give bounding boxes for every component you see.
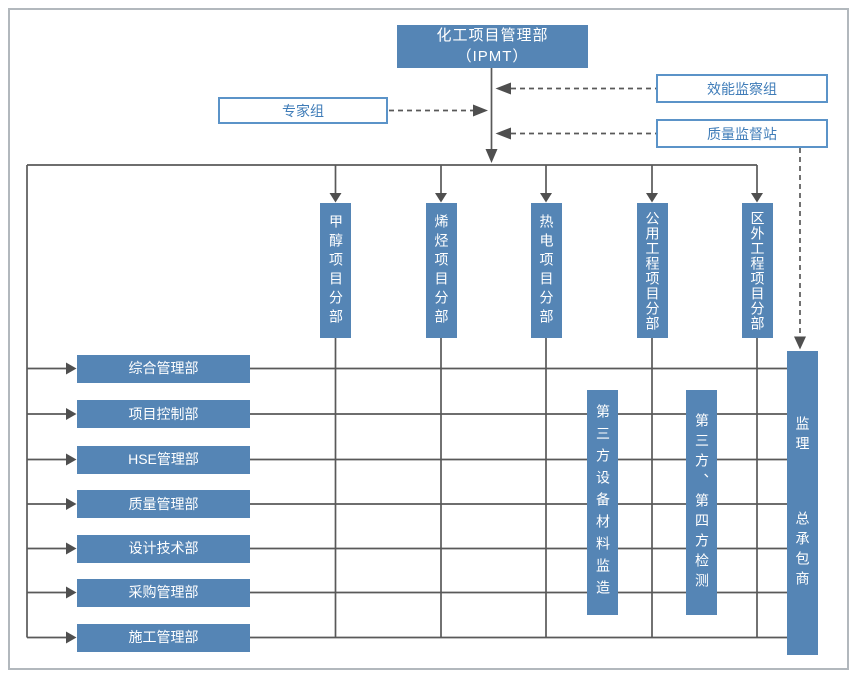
- efficiency-arrowhead-icon: [495, 82, 511, 95]
- efficiency-group-box: 效能监察组: [656, 74, 828, 103]
- third-party-supervision-label: 第三方设备材料监造: [594, 403, 611, 602]
- third-fourth-party-inspection-box: 第三方、第四方检测: [686, 390, 717, 615]
- dept-construction-label: 施工管理部: [128, 629, 199, 646]
- dept-construction-box: 施工管理部: [77, 623, 250, 652]
- dept-3-arrowhead-icon: [66, 453, 77, 466]
- quality-station-box: 质量监督站: [656, 119, 828, 148]
- dept-general-admin-label: 综合管理部: [128, 360, 199, 377]
- dept-4-arrowhead-icon: [66, 498, 77, 510]
- division-2-arrowhead-icon: [435, 193, 447, 203]
- dept-5-arrowhead-icon: [66, 542, 77, 555]
- division-utility-label: 公用工程项目分部: [644, 210, 661, 331]
- division-methanol-box: 甲醇项目分部: [320, 203, 351, 338]
- division-utility-box: 公用工程项目分部: [636, 203, 668, 338]
- dept-quality-label: 质量管理部: [128, 495, 199, 512]
- division-olefin-box: 烯烃项目分部: [425, 203, 457, 338]
- third-fourth-party-inspection-label: 第三方、第四方检测: [693, 412, 710, 593]
- dept-project-control-label: 项目控制部: [128, 405, 199, 422]
- dept-design-tech-label: 设计技术部: [128, 540, 199, 557]
- division-5-arrowhead-icon: [751, 193, 763, 203]
- division-offsite-label: 区外工程项目分部: [749, 210, 766, 331]
- dept-procurement-label: 采购管理部: [128, 584, 199, 601]
- hq-arrowhead-icon: [485, 149, 498, 163]
- supervision-label: 监理: [794, 415, 811, 456]
- division-3-arrowhead-icon: [540, 193, 552, 203]
- general-contractor-label: 总承包商: [794, 510, 811, 591]
- dept-design-tech-box: 设计技术部: [77, 534, 250, 563]
- dashed-connectors: [389, 87, 801, 336]
- supervision-arrowhead-icon: [794, 336, 806, 350]
- dept-procurement-box: 采购管理部: [77, 578, 250, 607]
- quality-station-arrowhead-icon: [495, 127, 511, 140]
- dept-project-control-box: 项目控制部: [77, 400, 250, 428]
- expert-group-label: 专家组: [282, 102, 324, 119]
- efficiency-group-label: 效能监察组: [707, 80, 777, 97]
- third-party-supervision-box: 第三方设备材料监造: [587, 390, 618, 615]
- division-4-arrowhead-icon: [646, 193, 658, 203]
- quality-station-label: 质量监督站: [707, 125, 777, 142]
- arrowheads: [66, 82, 806, 644]
- expert-group-box: 专家组: [218, 97, 388, 124]
- headquarters-box: 化工项目管理部 （IPMT）: [397, 25, 588, 68]
- dept-hse-label: HSE管理部: [128, 451, 199, 468]
- headquarters-title-line2: （IPMT）: [456, 47, 529, 65]
- dept-6-arrowhead-icon: [66, 586, 77, 599]
- contractor-box: 监理 总承包商: [787, 351, 818, 655]
- dept-general-admin-box: 综合管理部: [77, 354, 250, 383]
- division-methanol-label: 甲醇项目分部: [327, 213, 344, 328]
- outer-frame: [8, 8, 849, 670]
- dept-2-arrowhead-icon: [66, 408, 77, 420]
- dept-1-arrowhead-icon: [66, 362, 77, 375]
- division-thermal-label: 热电项目分部: [538, 213, 555, 328]
- dept-7-arrowhead-icon: [66, 631, 77, 644]
- dept-quality-box: 质量管理部: [77, 490, 250, 518]
- division-thermal-box: 热电项目分部: [530, 203, 562, 338]
- division-1-arrowhead-icon: [329, 193, 342, 203]
- division-olefin-label: 烯烃项目分部: [433, 213, 450, 328]
- headquarters-title-line1: 化工项目管理部: [436, 27, 549, 45]
- dept-hse-box: HSE管理部: [77, 445, 250, 474]
- division-offsite-box: 区外工程项目分部: [741, 203, 773, 338]
- expert-arrowhead-icon: [473, 104, 488, 117]
